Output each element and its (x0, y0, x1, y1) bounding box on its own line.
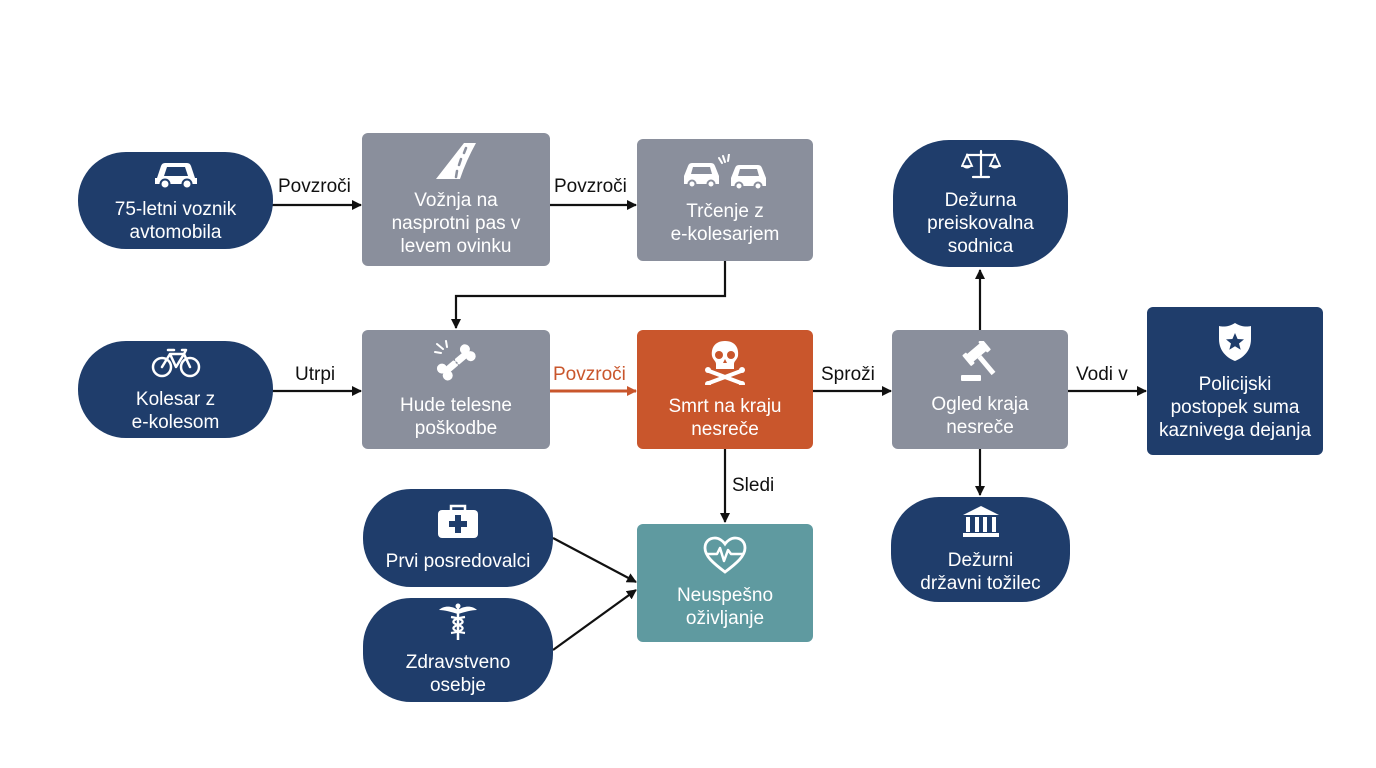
skull-icon (703, 339, 747, 391)
node-first-responders: Prvi posredovalci (363, 489, 553, 587)
car-crash-icon (681, 153, 769, 196)
node-judge-label: Dežurna preiskovalna sodnica (927, 190, 1034, 257)
node-inspection: Ogled kraja nesreče (892, 330, 1068, 449)
node-death-label: Smrt na kraju nesreče (668, 395, 782, 440)
caduceus-icon (437, 603, 479, 647)
edge-label-inspection-police: Vodi v (1076, 364, 1128, 385)
node-driver: 75-letni voznik avtomobila (78, 152, 273, 249)
node-judge: Dežurna preiskovalna sodnica (893, 140, 1068, 267)
broken-bone-icon (433, 339, 479, 390)
police-badge-icon (1215, 321, 1255, 369)
node-resuscitation-label: Neuspešno oživljanje (676, 585, 774, 629)
bicycle-icon (151, 346, 201, 384)
edge-label-death-inspection: Sproži (821, 364, 875, 385)
node-collision-label: Trčenje z e-kolesarjem (670, 201, 780, 245)
edge-label-death-resuscitation: Sledi (732, 475, 775, 496)
node-cyclist-label: Kolesar z e-kolesom (131, 388, 220, 433)
node-collision: Trčenje z e-kolesarjem (637, 139, 813, 261)
node-medical-staff-label: Zdravstveno osebje (405, 652, 511, 696)
node-resuscitation: Neuspešno oživljanje (637, 524, 813, 642)
node-injuries-label: Hude telesne poškodbe (400, 394, 512, 439)
node-oncoming-lane: Vožnja na nasprotni pas v levem ovinku (362, 133, 550, 266)
node-prosecutor-label: Dežurni državni tožilec (920, 549, 1041, 594)
node-prosecutor: Dežurni državni tožilec (891, 497, 1070, 602)
first-aid-kit-icon (436, 504, 480, 546)
edge-label-driver-oncoming: Povzroči (278, 176, 351, 197)
edge-label-injuries-death: Povzroči (553, 364, 626, 385)
node-medical-staff: Zdravstveno osebje (363, 598, 553, 702)
edge-responders-resuscitation (552, 537, 637, 583)
edge-collision-injuries (451, 261, 727, 329)
edge-label-oncoming-collision: Povzroči (554, 176, 627, 197)
car-icon (151, 158, 201, 194)
node-cyclist: Kolesar z e-kolesom (78, 341, 273, 438)
edge-label-cyclist-injuries: Utrpi (295, 364, 336, 385)
scales-icon (960, 149, 1001, 185)
edge-medical-resuscitation (552, 589, 637, 651)
gavel-icon (957, 338, 1003, 389)
node-driver-label: 75-letni voznik avtomobila (114, 198, 237, 243)
node-police-procedure-label: Policijski postopek suma kaznivega dejan… (1158, 373, 1312, 441)
node-inspection-label: Ogled kraja nesreče (931, 393, 1029, 438)
node-oncoming-lane-label: Vožnja na nasprotni pas v levem ovinku (391, 190, 521, 257)
courthouse-icon (961, 505, 1001, 545)
node-injuries: Hude telesne poškodbe (362, 330, 550, 449)
node-death: Smrt na kraju nesreče (637, 330, 813, 449)
road-icon (434, 141, 478, 185)
heartbeat-icon (703, 536, 747, 580)
node-first-responders-label: Prvi posredovalci (385, 550, 531, 572)
node-police-procedure: Policijski postopek suma kaznivega dejan… (1147, 307, 1323, 455)
